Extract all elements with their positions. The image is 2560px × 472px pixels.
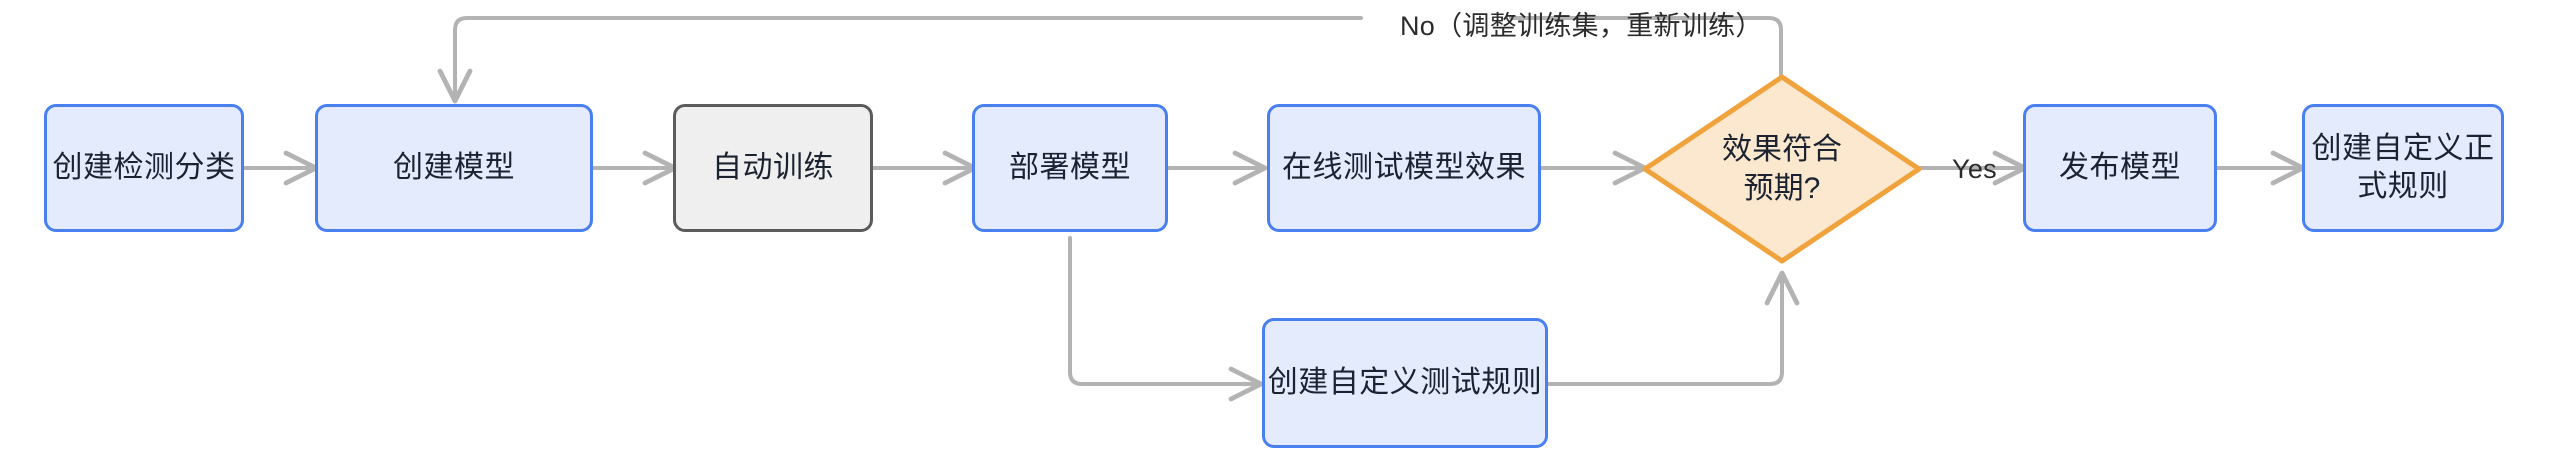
edge-deploy-to-test-rule <box>1068 236 1264 402</box>
node-label: 创建模型 <box>393 150 515 184</box>
node-deploy-model[interactable]: 部署模型 <box>972 104 1168 232</box>
node-label: 创建检测分类 <box>52 150 236 184</box>
node-online-test-model-effect[interactable]: 在线测试模型效果 <box>1267 104 1541 232</box>
node-label: 发布模型 <box>2059 150 2181 184</box>
node-create-model[interactable]: 创建模型 <box>315 104 593 232</box>
node-label: 自动训练 <box>712 150 834 184</box>
node-label: 创建自定义正 式规则 <box>2311 131 2495 203</box>
edge-label-no-retrain: No（调整训练集，重新训练） <box>1400 11 1763 41</box>
edge-test-rule-to-decision <box>1546 270 1800 386</box>
node-create-detection-category[interactable]: 创建检测分类 <box>44 104 244 232</box>
node-label: 创建自定义测试规则 <box>1267 365 1543 399</box>
edge-label-yes: Yes <box>1952 154 1997 184</box>
node-label: 在线测试模型效果 <box>1282 150 1526 184</box>
node-create-custom-test-rule[interactable]: 创建自定义测试规则 <box>1262 318 1548 448</box>
node-effect-meets-expectation[interactable]: 效果符合 预期? <box>1642 74 1922 264</box>
diamond-shape <box>1642 74 1922 264</box>
edge-no-loop-left <box>437 16 1363 104</box>
node-label: 效果符合 预期? <box>1722 133 1842 205</box>
node-label: 部署模型 <box>1009 150 1131 184</box>
node-create-custom-formal-rule[interactable]: 创建自定义正 式规则 <box>2302 104 2504 232</box>
node-publish-model[interactable]: 发布模型 <box>2023 104 2217 232</box>
node-auto-train[interactable]: 自动训练 <box>673 104 873 232</box>
